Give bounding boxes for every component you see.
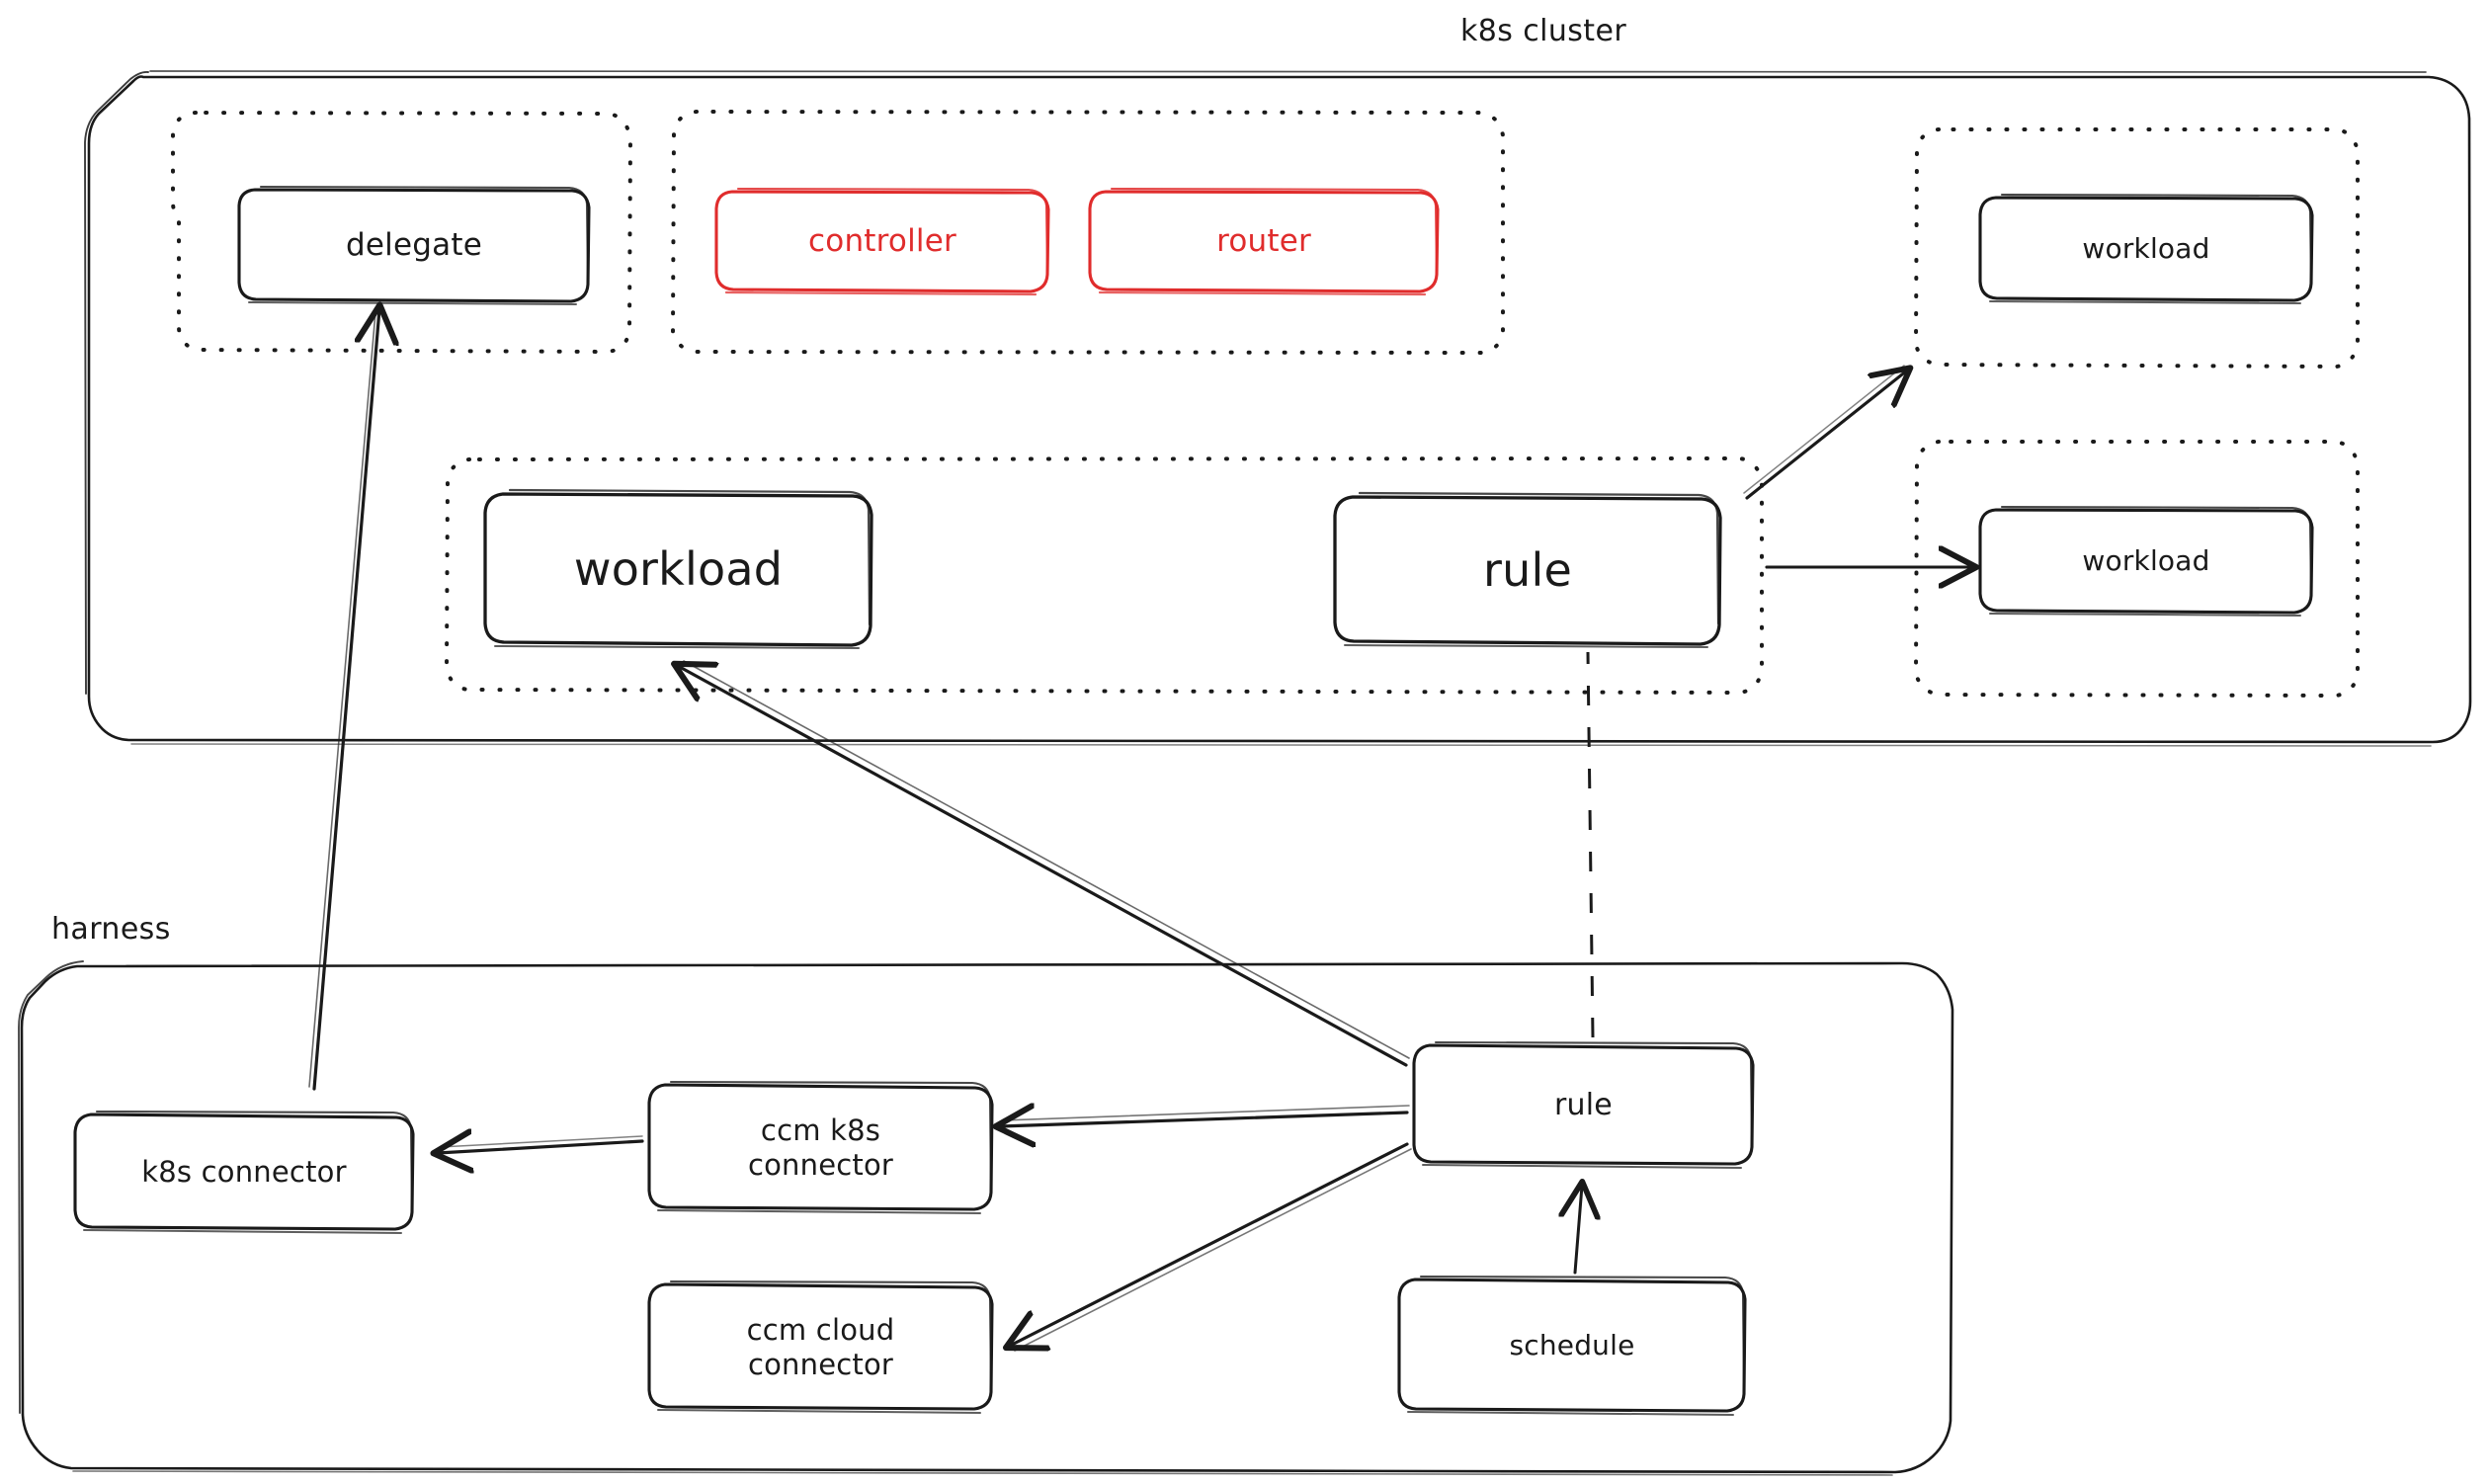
controller-node[interactable] (716, 192, 1048, 291)
harness-title: harness (51, 912, 171, 947)
edge-k8s-rule-to-workload-top-right (1743, 365, 1907, 500)
workload-top-right-box[interactable] (1978, 193, 2314, 304)
harness-rule-node[interactable] (1414, 1045, 1753, 1164)
k8s-rule-node[interactable] (1335, 497, 1720, 644)
workload-main-node[interactable] (485, 494, 872, 645)
workload-main-box[interactable] (483, 488, 873, 649)
schedule-node[interactable] (1399, 1279, 1745, 1411)
workload-bottom-right-box[interactable] (1978, 505, 2314, 617)
harness-container (18, 960, 1954, 1476)
k8s-rule-box[interactable] (1333, 491, 1722, 648)
edge-k8s-connector-to-delegate (308, 309, 379, 1091)
ccm-k8s-connector-node[interactable] (649, 1085, 992, 1209)
schedule-box[interactable] (1397, 1275, 1747, 1416)
workload-group-top-right-border (1914, 127, 2360, 369)
k8s-cluster-title: k8s cluster (1460, 14, 1627, 48)
edge-ccm-k8s-connector-to-k8s-connector (438, 1136, 644, 1153)
delegate-box[interactable] (237, 185, 591, 305)
router-node[interactable] (1090, 192, 1438, 291)
router-box[interactable] (1088, 187, 1440, 296)
edge-harness-rule-to-k8s-workload (678, 660, 1410, 1067)
workload-group-bottom-right-border (1914, 440, 2360, 698)
ccm-k8s-connector-box[interactable] (647, 1080, 994, 1214)
workload-rule-group-border (445, 456, 1764, 695)
controller-box[interactable] (714, 187, 1050, 296)
delegate-group-border (170, 111, 632, 354)
k8s-cluster-container (84, 70, 2472, 747)
harness-rule-box[interactable] (1412, 1040, 1755, 1169)
k8s-connector-node[interactable] (75, 1114, 413, 1229)
controller-router-group-border (671, 110, 1505, 355)
workload-bottom-right-node[interactable] (1980, 510, 2312, 613)
edge-harness-rule-to-ccm-cloud-connector (1010, 1142, 1412, 1352)
edge-schedule-to-harness-rule (1575, 1186, 1582, 1275)
k8s-connector-box[interactable] (73, 1110, 415, 1234)
delegate-node[interactable] (239, 190, 589, 301)
ccm-cloud-connector-box[interactable] (647, 1279, 994, 1414)
ccm-cloud-connector-node[interactable] (649, 1284, 992, 1409)
edge-harness-rule-to-ccm-k8s-connector (1000, 1106, 1410, 1126)
edge-harness-rule-to-k8s-rule-dashed (1586, 651, 1595, 1038)
workload-top-right-node[interactable] (1980, 198, 2312, 300)
